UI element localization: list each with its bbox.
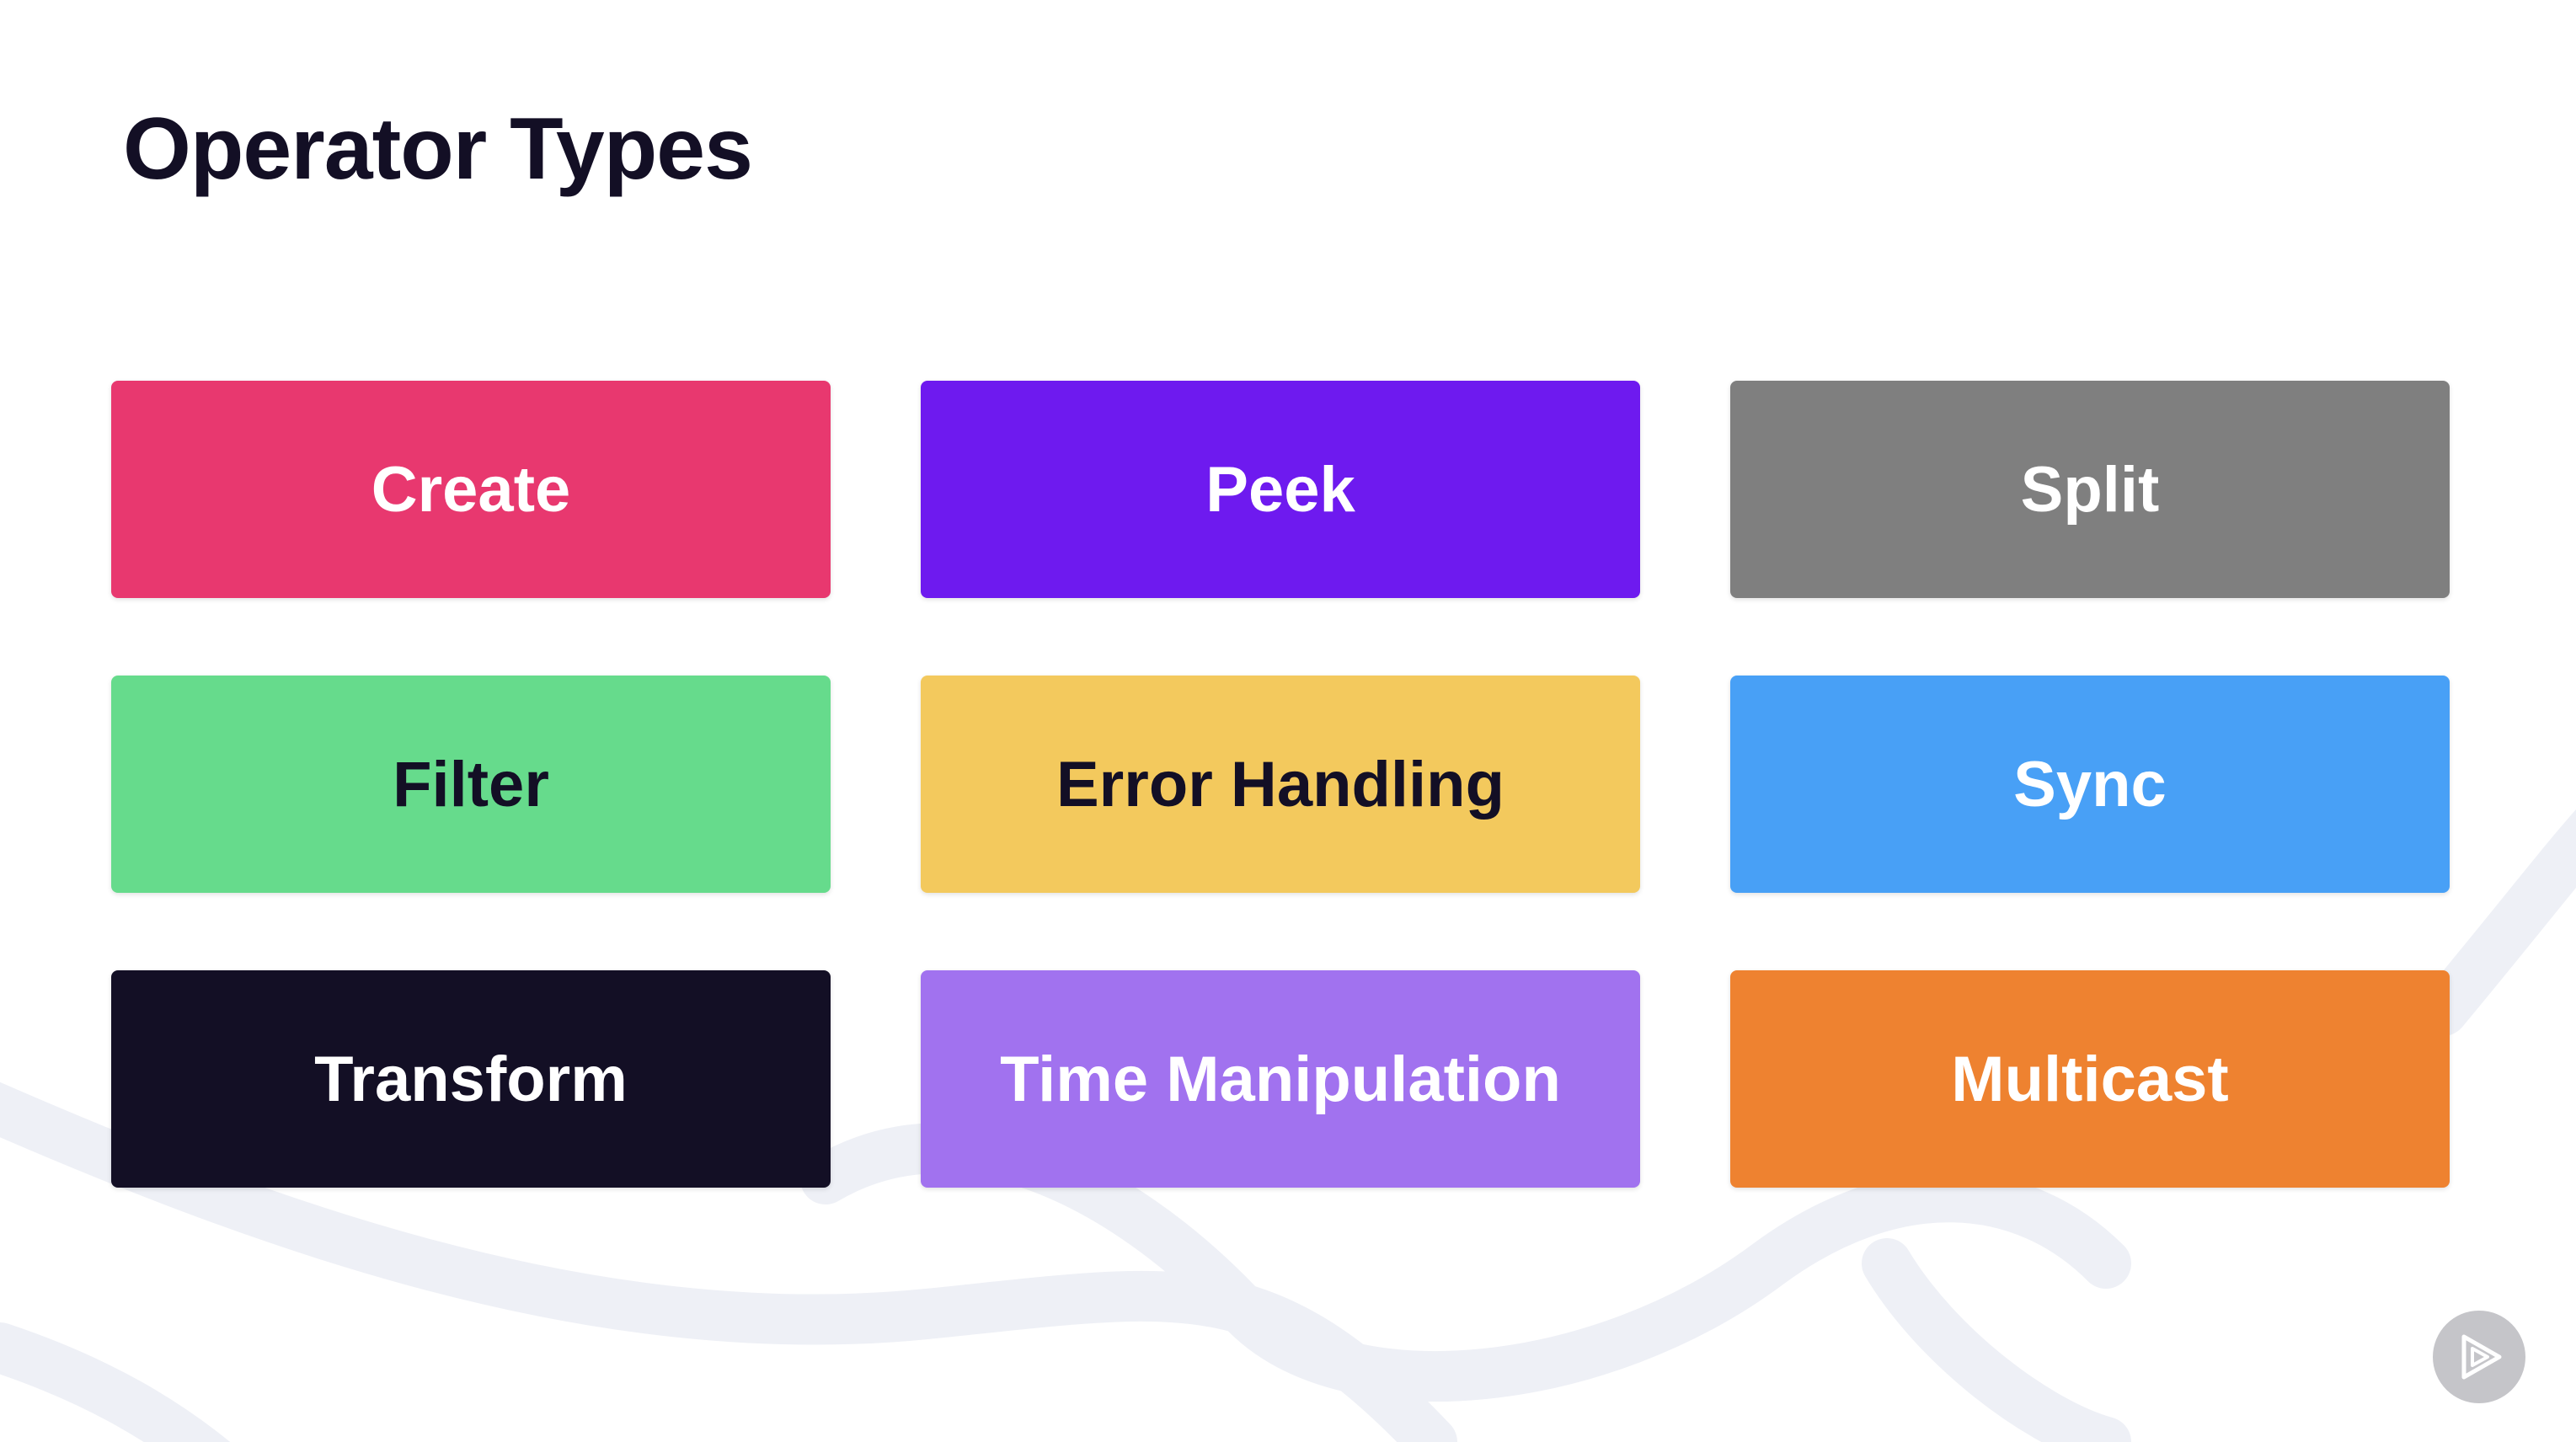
- tile-error-handling[interactable]: Error Handling: [921, 676, 1640, 893]
- tile-filter[interactable]: Filter: [111, 676, 831, 893]
- play-button[interactable]: [2433, 1311, 2525, 1403]
- tile-multicast[interactable]: Multicast: [1730, 970, 2450, 1188]
- play-icon: [2461, 1334, 2502, 1380]
- tile-time-manipulation[interactable]: Time Manipulation: [921, 970, 1640, 1188]
- operator-types-grid: Create Peek Split Filter Error Handling …: [111, 381, 2450, 1188]
- tile-split[interactable]: Split: [1730, 381, 2450, 598]
- tile-transform[interactable]: Transform: [111, 970, 831, 1188]
- tile-sync[interactable]: Sync: [1730, 676, 2450, 893]
- tile-peek[interactable]: Peek: [921, 381, 1640, 598]
- tile-create[interactable]: Create: [111, 381, 831, 598]
- page-title: Operator Types: [123, 100, 753, 198]
